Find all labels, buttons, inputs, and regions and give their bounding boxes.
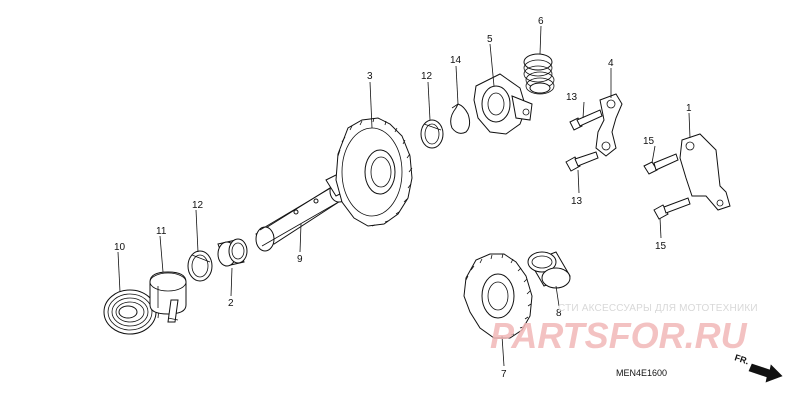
direction-label: FR. <box>733 352 750 366</box>
callout-13-lower: 13 <box>571 196 583 207</box>
callout-1: 1 <box>686 103 692 114</box>
part-12-collar-top <box>420 119 444 149</box>
part-13-bolt-upper <box>569 109 603 131</box>
part-1-cover <box>679 133 731 211</box>
callout-labels: 10 11 12 2 9 3 12 14 5 6 4 13 13 15 15 1… <box>114 16 692 380</box>
part-14-circlip <box>450 103 471 134</box>
part-12-collar-left <box>187 250 213 282</box>
callout-7: 7 <box>501 369 507 380</box>
part-3-driven-gear <box>335 117 413 227</box>
callout-6: 6 <box>538 16 544 27</box>
part-6-ratchet-spring <box>523 53 555 95</box>
callout-2: 2 <box>228 298 234 309</box>
part-11-spring-guide <box>149 271 187 323</box>
watermark-caption: СТИ АКСЕССУАРЫ ДЛЯ МОТОТЕХНИКИ <box>558 303 758 314</box>
leader-lines <box>117 25 691 367</box>
diagram-code: MEN4E1600 <box>616 368 667 378</box>
callout-12-top: 12 <box>421 71 433 82</box>
part-13-bolt-lower <box>565 151 599 172</box>
part-8-bushing <box>527 251 571 289</box>
watermark: СТИ АКСЕССУАРЫ ДЛЯ МОТОТЕХНИКИ PARTSFOR.… <box>490 303 758 356</box>
callout-15-lower: 15 <box>655 241 667 252</box>
part-15-bolt-lower <box>653 197 691 220</box>
front-direction-indicator: FR. <box>733 352 783 383</box>
callout-11: 11 <box>156 226 167 237</box>
part-15-bolt-upper <box>643 153 679 175</box>
callout-12-left: 12 <box>192 200 204 211</box>
direction-arrow-icon <box>748 363 783 383</box>
callout-13-upper: 13 <box>566 92 578 103</box>
part-2-bushing <box>217 238 248 267</box>
callout-15-upper: 15 <box>643 136 655 147</box>
callout-5: 5 <box>487 34 493 45</box>
callout-9: 9 <box>297 254 303 265</box>
callout-10: 10 <box>114 242 126 253</box>
callout-8: 8 <box>556 308 562 319</box>
watermark-logo: PARTSFOR.RU <box>490 315 748 356</box>
part-4-plate <box>595 93 623 157</box>
part-5-ratchet <box>473 73 533 135</box>
callout-3: 3 <box>367 71 373 82</box>
callout-4: 4 <box>608 58 614 69</box>
callout-14: 14 <box>450 55 462 66</box>
part-7-idle-gear <box>463 253 533 339</box>
